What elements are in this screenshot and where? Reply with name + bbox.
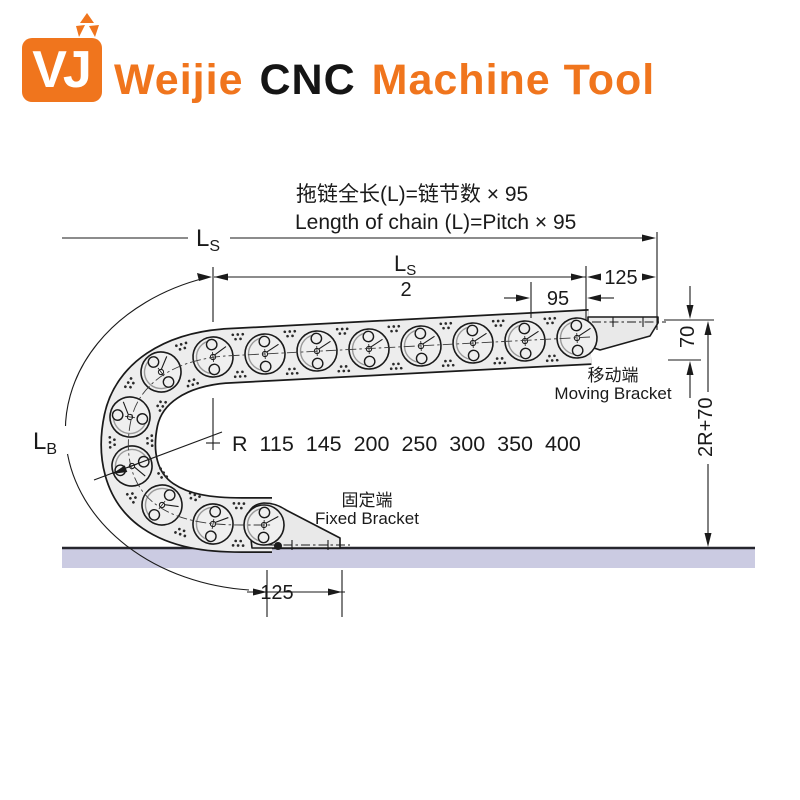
dimension-2r70: 2R+70 (695, 321, 717, 547)
dimension-70: 70 (664, 286, 714, 398)
dimension-ls: LS (62, 225, 658, 330)
dim-95-value: 95 (547, 288, 569, 310)
radius-series-text: R 115 145 200 250 300 350 400 (232, 432, 581, 456)
chain-centerline (127, 336, 591, 526)
dim-70-value: 70 (677, 326, 699, 348)
dot-cluster (543, 316, 559, 363)
dot-cluster (124, 377, 167, 412)
dot-cluster (491, 319, 507, 365)
ls-half-denominator: 2 (400, 279, 411, 301)
formula-en: Length of chain (L)=Pitch × 95 (295, 211, 576, 234)
chain-link (192, 503, 234, 545)
dimension-125-bottom: 125 (247, 570, 345, 617)
moving-bracket-label-en: Moving Bracket (554, 384, 671, 403)
fixed-bracket-label-cn: 固定端 (342, 491, 393, 510)
dot-cluster (108, 434, 154, 449)
ground-surface (62, 546, 755, 568)
chain-link (141, 484, 183, 526)
brand-title-cnc: CNC (259, 56, 356, 104)
fixed-bracket-axis (266, 540, 350, 550)
moving-bracket-axis (592, 317, 666, 327)
formula-cn: 拖链全长(L)=链节数 × 95 (296, 183, 528, 206)
dim-125-top-value: 125 (604, 267, 637, 289)
fixed-bracket-label-en: Fixed Bracket (315, 509, 419, 528)
dot-cluster (174, 491, 201, 538)
lb-label: LB (33, 428, 57, 458)
chain-link (400, 325, 442, 367)
chain-stipple-dots (108, 316, 559, 547)
dot-cluster (439, 321, 455, 368)
chain-link (556, 317, 598, 359)
brand-title: Weijie CNC Machine Tool (114, 56, 655, 105)
brand-title-machine-tool: Machine Tool (371, 56, 656, 104)
dot-cluster (125, 467, 169, 504)
chain-link (109, 396, 151, 438)
dot-cluster (231, 332, 247, 379)
ls-label: LS (196, 225, 220, 255)
moving-bracket-label-cn: 移动端 (588, 366, 639, 385)
dimension-95: 95 (504, 282, 614, 318)
dot-cluster (387, 324, 403, 371)
dot-cluster (283, 329, 299, 376)
brand-title-weijie: Weijie (114, 56, 244, 104)
logo-spark-icon (76, 13, 99, 37)
dot-cluster (231, 502, 246, 547)
dot-cluster (175, 341, 199, 388)
chain-link (140, 351, 182, 393)
brand-logo-text: VJ (32, 41, 92, 99)
chain-link (244, 333, 286, 375)
chain-link (504, 320, 546, 362)
radius-callout: R 115 145 200 250 300 350 400 (93, 431, 581, 481)
chain-link (348, 328, 390, 370)
dim-125-bottom-value: 125 (260, 582, 293, 604)
dimension-125-top: 125 (585, 266, 656, 320)
dimension-ls-half: LS 2 (212, 251, 586, 436)
dot-cluster (335, 327, 351, 373)
brand-logo: VJ (22, 38, 102, 102)
ls-half-numerator: LS (394, 251, 416, 279)
dimension-lb: LB (26, 273, 250, 591)
dim-2r70-value: 2R+70 (695, 398, 717, 458)
